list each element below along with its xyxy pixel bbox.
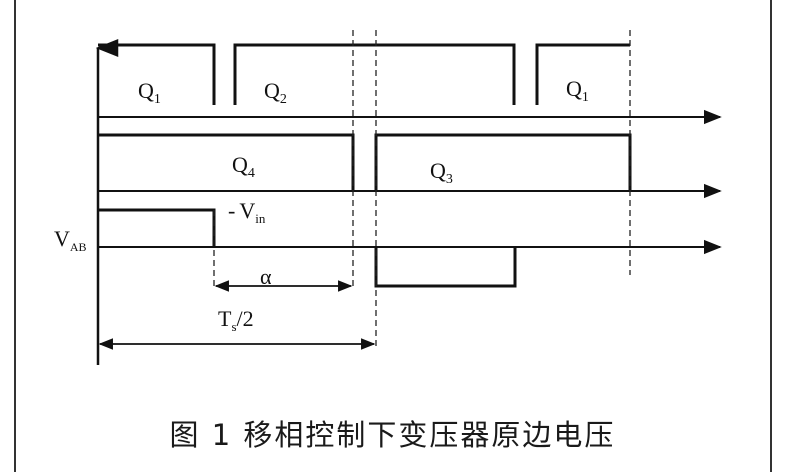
- label-q2: Q2: [264, 78, 287, 107]
- label-q1-first: Q1: [138, 78, 161, 107]
- q4-pulse: [98, 133, 355, 190]
- frame-right-edge: [770, 0, 772, 472]
- label-alpha: α: [260, 264, 272, 289]
- figure-caption: 图 1 移相控制下变压器原边电压: [169, 418, 616, 452]
- label-vin: -Vin: [228, 198, 266, 226]
- q3-pulse: [374, 133, 632, 190]
- label-q4: Q4: [232, 152, 255, 181]
- frame-left-edge: [14, 0, 16, 472]
- q1-pulse-first: [98, 43, 216, 105]
- vab-negative-pulse: [374, 247, 517, 288]
- label-q1-second: Q1: [566, 76, 589, 105]
- q1-pulse-second: [535, 43, 630, 105]
- timing-diagram: Q1 Q2 Q1 Q4 Q3 -Vin VAB α Ts/2: [54, 30, 722, 365]
- label-half-period: Ts/2: [218, 306, 254, 334]
- q2-pulse: [233, 43, 516, 105]
- vab-positive-pulse: [98, 208, 216, 247]
- label-q3: Q3: [430, 158, 453, 187]
- label-vab: VAB: [54, 226, 87, 254]
